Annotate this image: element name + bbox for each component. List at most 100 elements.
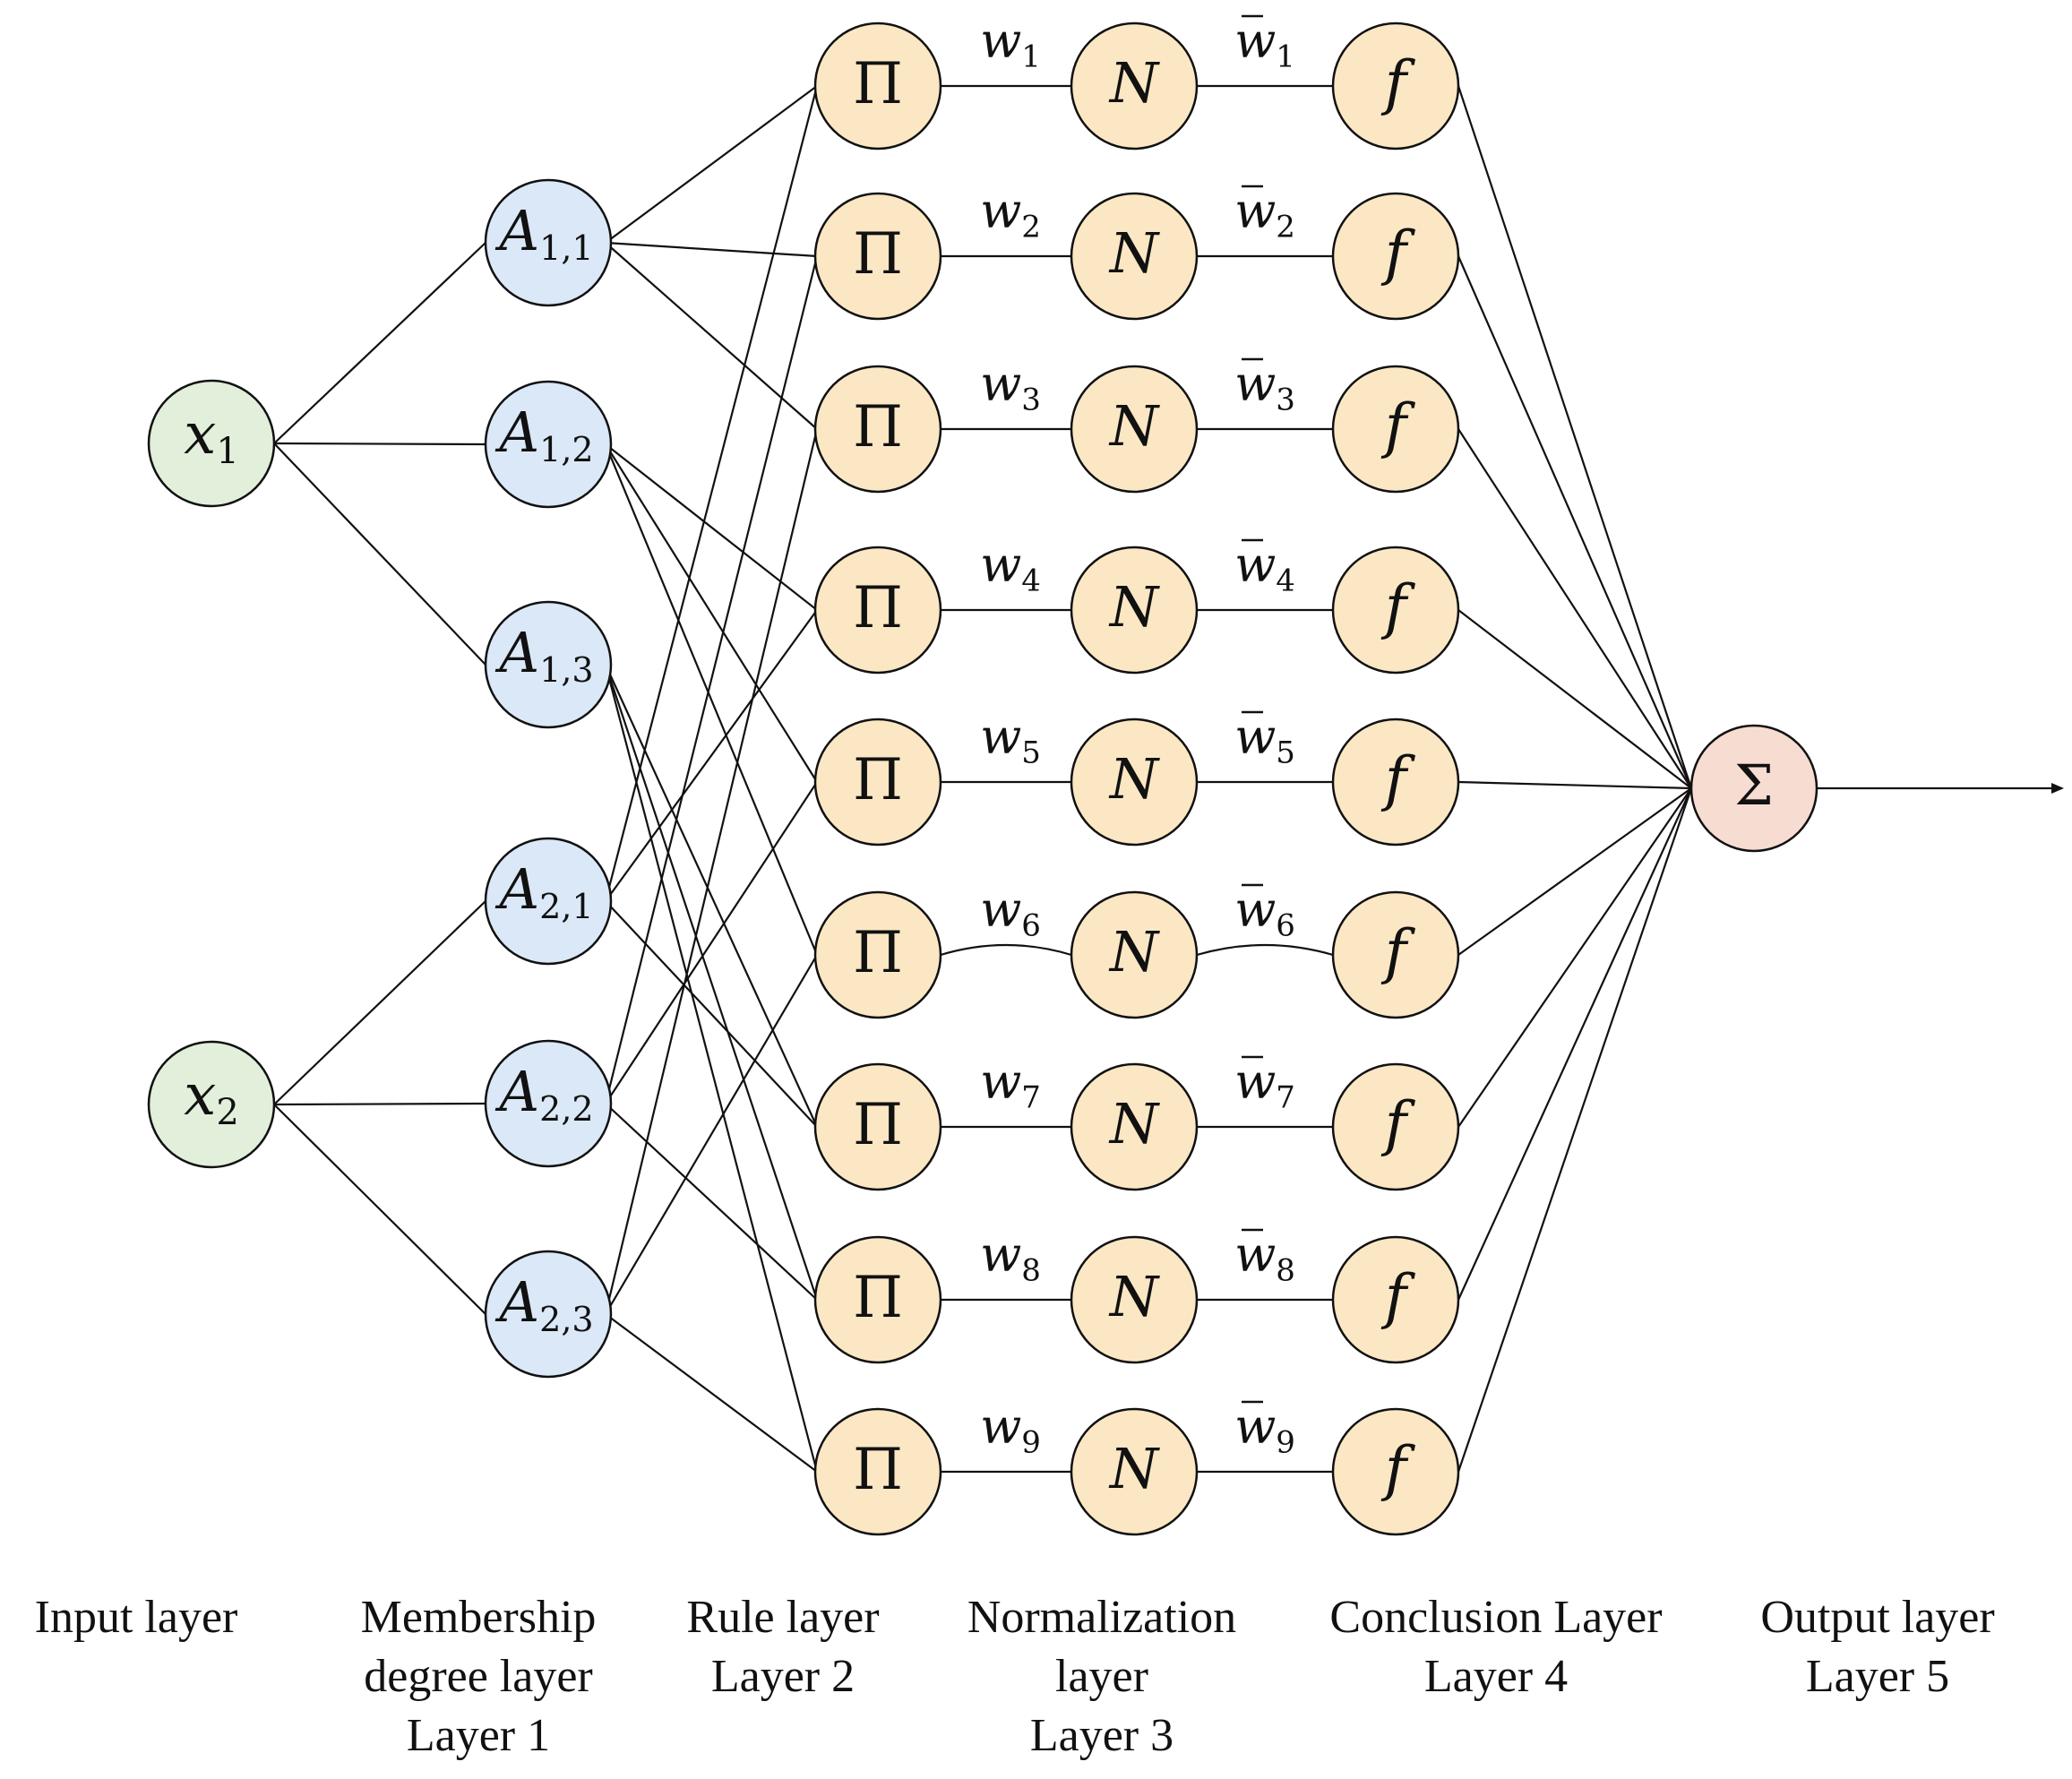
normalization-node-4: N (1070, 546, 1199, 675)
membership-node-a22: A2,2 (484, 1039, 613, 1168)
edge-x1-a11 (273, 242, 486, 444)
layer-label-3-line-1: Rule layer (686, 1592, 879, 1643)
membership-node-a11: A1,1 (484, 178, 613, 307)
conclusion-node-5: f (1331, 718, 1460, 847)
output-node-circle (1689, 724, 1818, 853)
input-node-x2: x2 (147, 1040, 276, 1169)
input-label-x1: x1 (184, 401, 239, 473)
output-symbol: Σ (1734, 752, 1774, 818)
conclusion-node-4-circle (1331, 546, 1460, 675)
normalized-weight-label-w4: w4 (1234, 537, 1295, 598)
normalized-weight-label-w1: w1 (1234, 13, 1295, 74)
rule-symbol-1: Π (853, 51, 903, 117)
normalization-node-5-circle (1070, 718, 1199, 847)
edge-concl1-output (1457, 85, 1693, 789)
normalization-symbol-6: N (1108, 919, 1161, 984)
conclusion-node-9: f (1331, 1407, 1460, 1536)
membership-node-a13-circle (484, 600, 613, 729)
layer-label-3-line-2: Layer 2 (711, 1651, 855, 1702)
rule-symbol-2: Π (853, 221, 903, 288)
normalization-node-1: N (1070, 21, 1199, 150)
edge-x2-a21 (273, 900, 486, 1105)
edge-A22-rule8 (605, 1103, 818, 1301)
normalization-node-3: N (1070, 365, 1199, 494)
normalization-node-7: N (1070, 1062, 1199, 1191)
rule-symbol-4: Π (853, 575, 903, 641)
normalization-symbol-3: N (1108, 393, 1161, 459)
edge-A22-rule2 (604, 255, 819, 1104)
rule-node-5-circle (813, 718, 942, 847)
rule-node-3-circle (813, 365, 942, 494)
weight-label-w4: w4 (980, 537, 1041, 598)
conclusion-node-6-circle (1331, 890, 1460, 1019)
normalization-node-6: N (1070, 890, 1199, 1019)
normalized-weight-label-w6: w6 (1234, 881, 1295, 943)
normalization-node-1-circle (1070, 21, 1199, 150)
rule-node-8: Π (813, 1235, 942, 1364)
conclusion-node-1-circle (1331, 21, 1460, 150)
rule-node-8-circle (813, 1235, 942, 1364)
edge-concl8-output (1457, 787, 1693, 1301)
weight-label-w2: w2 (980, 183, 1041, 245)
edge-x2-a23 (273, 1104, 486, 1315)
edge-A11-rule3 (605, 242, 818, 430)
layer-label-2-line-1: Membership (361, 1592, 597, 1643)
conclusion-node-4: f (1331, 546, 1460, 675)
edge-A12-rule5 (605, 443, 818, 783)
conclusion-node-7: f (1331, 1062, 1460, 1191)
edge-x1-a12 (273, 442, 486, 446)
input-node-x2-circle (147, 1040, 276, 1169)
conclusion-node-3: f (1331, 365, 1460, 494)
conclusion-node-9-circle (1331, 1407, 1460, 1536)
normalization-node-2-circle (1070, 192, 1199, 321)
rule-symbol-3: Π (853, 394, 903, 460)
conclusion-node-3-circle (1331, 365, 1460, 494)
layer-label-4-line-2: layer (1055, 1651, 1148, 1702)
edge-A13-rule9 (604, 664, 819, 1473)
edge-A13-rule7 (604, 664, 819, 1128)
connections (273, 84, 2064, 1474)
layer-label-5-line-2: Layer 4 (1424, 1651, 1568, 1702)
rule-node-5: Π (813, 718, 942, 847)
conclusion-node-8: f (1331, 1235, 1460, 1364)
membership-node-a23-circle (484, 1250, 613, 1379)
normalized-weight-label-w7: w7 (1234, 1053, 1295, 1115)
edge-norm6-concl6 (1196, 943, 1334, 957)
membership-label-a23: A2,3 (494, 1269, 593, 1338)
input-node-x1-circle (147, 379, 276, 508)
rule-node-7: Π (813, 1062, 942, 1191)
rule-node-3: Π (813, 365, 942, 494)
conclusion-node-6: f (1331, 890, 1460, 1019)
rule-symbol-5: Π (853, 747, 903, 813)
weight-label-w1: w1 (980, 13, 1041, 74)
normalized-weight-label-w5: w5 (1234, 709, 1295, 770)
edge-A11-rule1 (605, 85, 818, 244)
normalization-node-3-circle (1070, 365, 1199, 494)
normalization-node-9-circle (1070, 1407, 1199, 1536)
layer-label-4-line-3: Layer 3 (1030, 1710, 1174, 1761)
rule-node-4-circle (813, 546, 942, 675)
layer-label-5-line-1: Conclusion Layer (1329, 1592, 1662, 1643)
membership-node-a21-circle (484, 837, 613, 966)
layer-label-1-line-1: Input layer (35, 1592, 238, 1643)
edge-A23-rule6 (605, 954, 818, 1315)
rule-symbol-6: Π (853, 920, 903, 986)
normalization-symbol-7: N (1108, 1091, 1161, 1156)
normalization-symbol-9: N (1108, 1436, 1161, 1501)
normalized-weight-label-w8: w8 (1234, 1226, 1295, 1288)
rule-symbol-7: Π (853, 1092, 903, 1158)
membership-label-a13: A1,3 (494, 620, 593, 689)
weight-label-w7: w7 (980, 1053, 1041, 1115)
membership-node-a13: A1,3 (484, 600, 613, 729)
weight-label-w5: w5 (980, 709, 1041, 770)
rule-node-2-circle (813, 192, 942, 321)
normalized-weight-label-w9: w9 (1234, 1398, 1295, 1460)
membership-node-a22-circle (484, 1039, 613, 1168)
rule-node-9: Π (813, 1407, 942, 1536)
normalization-node-4-circle (1070, 546, 1199, 675)
edge-A21-rule7 (605, 900, 818, 1128)
normalized-weight-label-w3: w3 (1234, 356, 1295, 417)
input-label-x2: x2 (184, 1062, 239, 1134)
normalization-node-8: N (1070, 1235, 1199, 1364)
